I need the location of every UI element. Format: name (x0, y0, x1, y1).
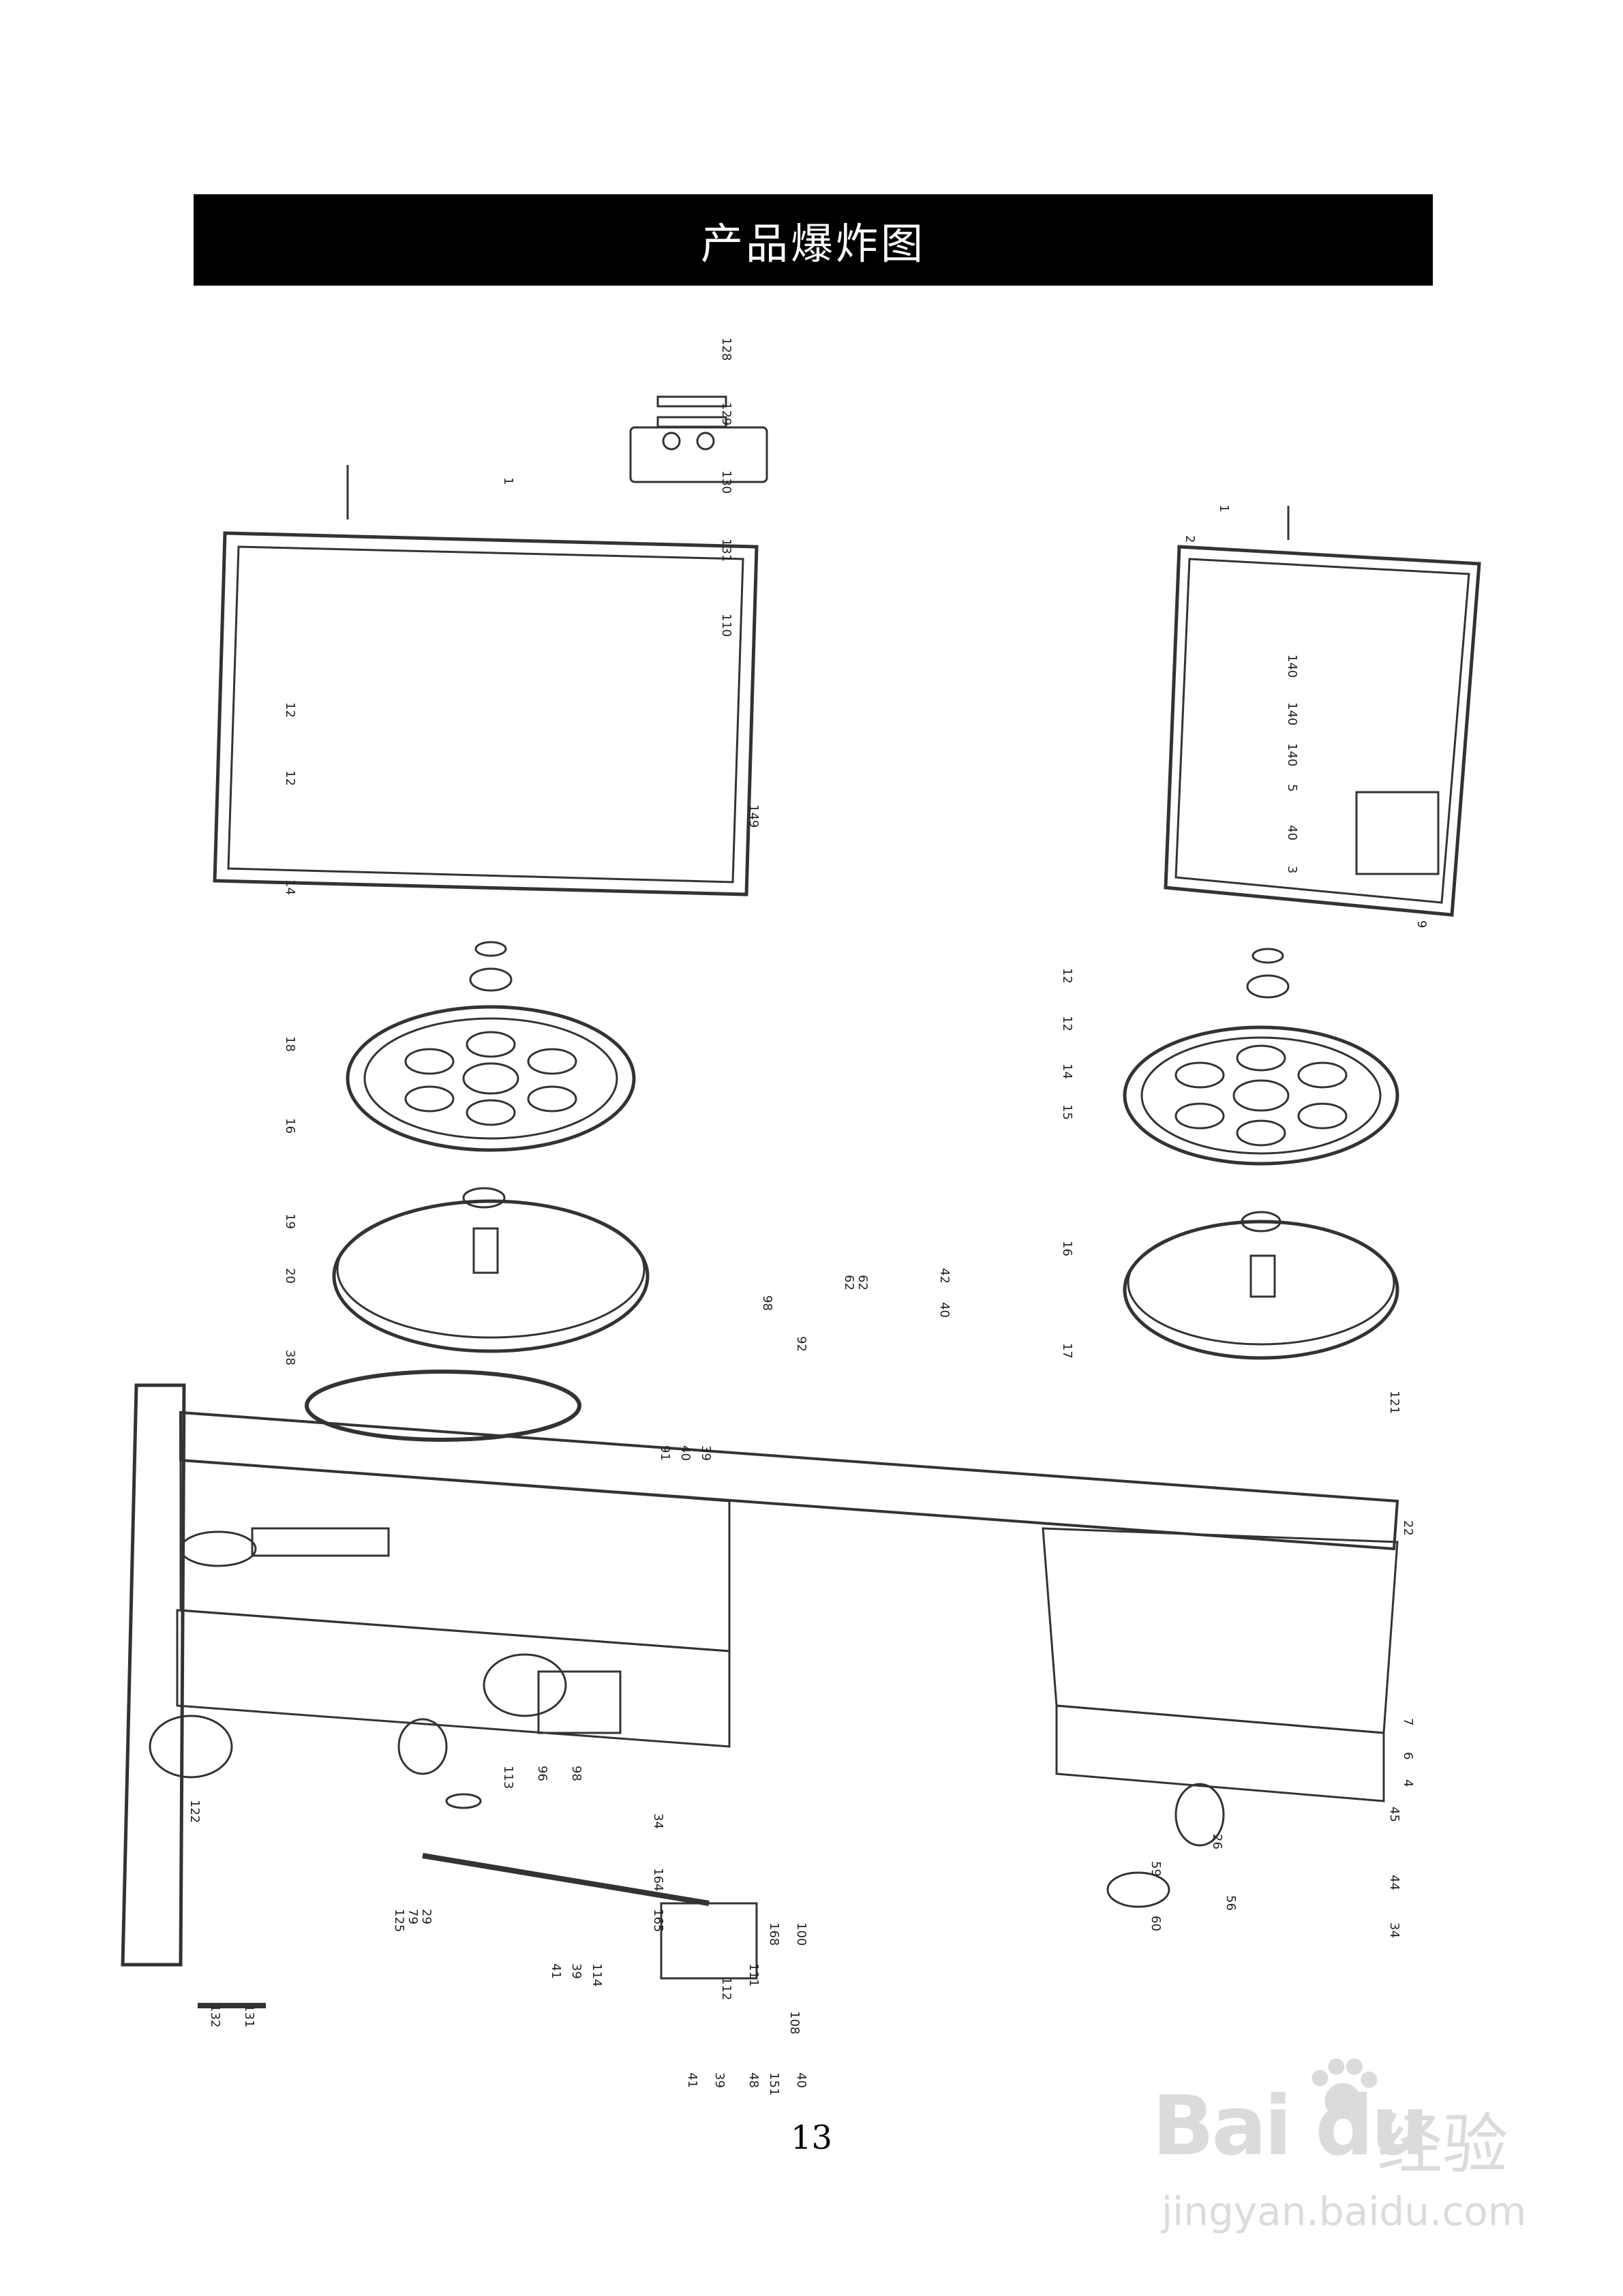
right-wheel (1123, 948, 1399, 1360)
paw-icon (1311, 2058, 1378, 2119)
baidu-watermark: Bai du 经验 jingyan.baidu.com (1152, 2052, 1534, 2256)
upper-door-panel (213, 395, 768, 896)
main-frame (121, 1383, 1399, 2008)
page-number: 13 (790, 2119, 833, 2157)
right-door-panel (1164, 506, 1481, 917)
watermark-brand-cn: 经验 (1377, 2106, 1508, 2183)
title-bar: 产品爆炸图 (194, 194, 1433, 286)
watermark-url: jingyan.baidu.com (1162, 2188, 1527, 2235)
watermark-brand: Bai du (1152, 2079, 1429, 2174)
upper-wheel (305, 941, 650, 1442)
exploded-view-diagram (116, 315, 1486, 2094)
page-title: 产品爆炸图 (700, 219, 926, 269)
